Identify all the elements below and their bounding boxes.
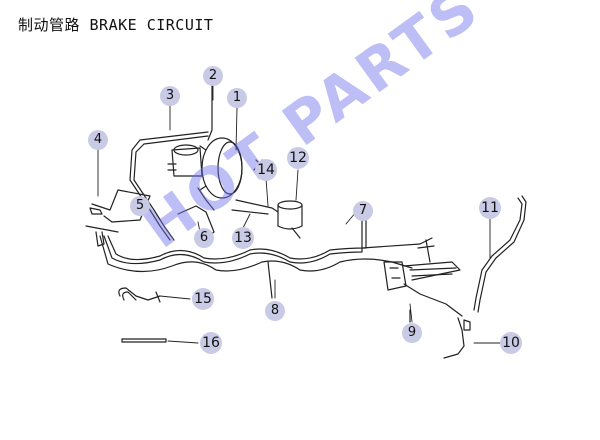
brake-fluid-reservoir	[277, 200, 303, 239]
callout-8: 8	[265, 301, 285, 321]
rear-pipe-11	[473, 195, 527, 313]
pipe-2	[207, 85, 213, 141]
callout-15: 15	[192, 288, 214, 310]
callout-11: 11	[479, 197, 501, 219]
callout-7: 7	[353, 201, 373, 221]
callout-16: 16	[200, 332, 222, 354]
pipe-3	[129, 131, 209, 241]
callout-14: 14	[255, 159, 277, 181]
hose-15	[118, 287, 161, 301]
callout-10: 10	[500, 332, 522, 354]
callout-6: 6	[194, 228, 214, 248]
callout-5: 5	[130, 196, 150, 216]
rear-hose-10	[443, 317, 471, 359]
callout-9: 9	[402, 323, 422, 343]
pipe-13	[231, 209, 269, 215]
pipe-16	[121, 338, 167, 343]
main-pipe-7	[103, 215, 367, 265]
bracket-5	[89, 189, 151, 223]
callout-4: 4	[88, 130, 108, 150]
master-cylinder	[167, 144, 203, 177]
callout-1: 1	[227, 88, 247, 108]
abs-modulator	[383, 239, 463, 323]
callout-12: 12	[287, 147, 309, 169]
callout-13: 13	[232, 227, 254, 249]
diagram-title: 制动管路 BRAKE CIRCUIT	[18, 16, 214, 34]
pipe-14	[235, 199, 279, 213]
callout-2: 2	[203, 66, 223, 86]
callout-3: 3	[160, 86, 180, 106]
main-pipe-8	[99, 235, 433, 299]
